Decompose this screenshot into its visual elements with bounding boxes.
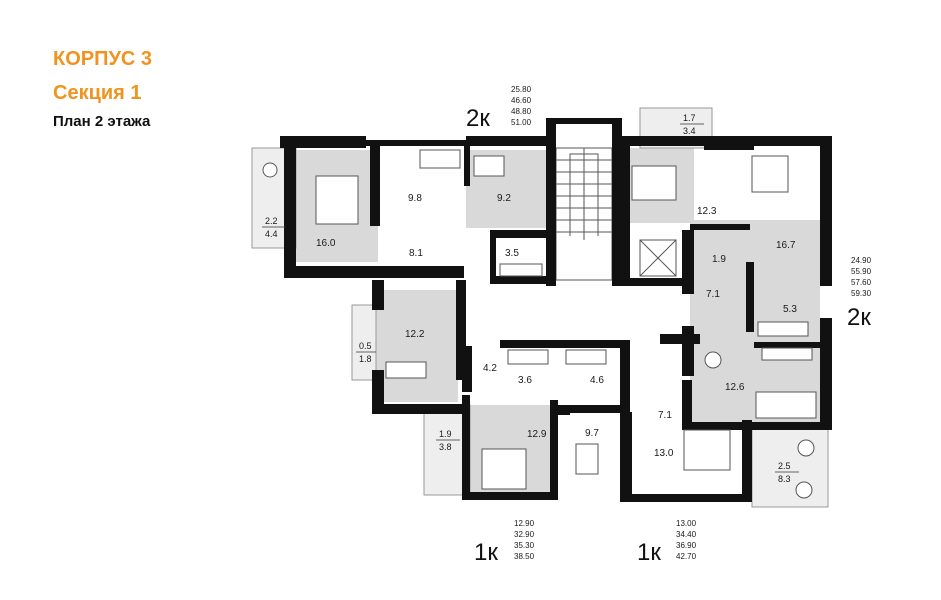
staircase [555, 147, 613, 281]
balcony-area-top: 2.5 [778, 461, 791, 471]
room-label: 9.8 [408, 193, 422, 204]
table-icon [575, 443, 599, 475]
room-label: 4.6 [590, 375, 604, 386]
room-label: 3.6 [518, 375, 532, 386]
chair-icon [797, 439, 815, 457]
table-icon [473, 155, 505, 177]
apartment-area: 13.00 [676, 519, 697, 528]
balcony-area-bottom: 3.8 [439, 442, 452, 452]
apartment-tags: 2к 25.80 46.60 48.80 51.00 24.90 55.90 5… [466, 85, 872, 566]
room-fill-kitchen-left [376, 290, 458, 402]
plan-title: План 2 этажа [53, 113, 151, 130]
bed-icon [755, 391, 817, 419]
building-title: КОРПУС 3 [53, 48, 153, 70]
apartment-area: 59.30 [851, 289, 872, 298]
room-label: 9.7 [585, 428, 599, 439]
balcony-area-bottom: 4.4 [265, 229, 278, 239]
balcony-right-bottom [751, 424, 829, 508]
apartment-type: 1к [637, 539, 661, 566]
room-labels: 16.0 9.8 9.2 8.1 3.5 12.2 4.2 3.6 4.6 12… [316, 193, 797, 459]
room-label: 12.9 [527, 429, 547, 440]
chair-icon [795, 481, 813, 499]
balcony-area-bottom: 8.3 [778, 474, 791, 484]
room-label: 9.2 [497, 193, 511, 204]
apartment-area: 25.80 [511, 85, 532, 94]
balcony-area-top: 1.7 [683, 113, 696, 123]
balcony-labels: 2.2 4.4 1.7 3.4 0.5 1.8 1.9 3.8 2.5 8.3 [262, 113, 799, 484]
apartment-type: 2к [847, 304, 871, 331]
room-label: 16.0 [316, 238, 336, 249]
bed-icon [631, 165, 677, 201]
apartment-area: 57.60 [851, 278, 872, 287]
furniture [262, 149, 817, 499]
apartment-area: 34.40 [676, 530, 697, 539]
bathtub-icon [507, 349, 549, 365]
room-label: 12.6 [725, 382, 745, 393]
table-icon [751, 155, 789, 193]
room-label: 12.3 [697, 206, 717, 217]
apartment-area: 48.80 [511, 107, 532, 116]
room-label: 1.9 [712, 254, 726, 265]
room-label: 7.1 [658, 410, 672, 421]
apartment-area: 38.50 [514, 552, 535, 561]
room-label: 3.5 [505, 248, 519, 259]
balcony-area-top: 0.5 [359, 341, 372, 351]
room-label: 12.2 [405, 329, 425, 340]
apartment-area: 51.00 [511, 118, 532, 127]
room-label: 5.3 [783, 304, 797, 315]
apartment-type: 2к [466, 105, 490, 132]
apartment-area: 24.90 [851, 256, 872, 265]
balcony-area-top: 2.2 [265, 216, 278, 226]
elevator [639, 239, 677, 277]
room-label: 4.2 [483, 363, 497, 374]
apartment-area: 46.60 [511, 96, 532, 105]
sofa-icon [419, 149, 461, 169]
bed-icon [315, 175, 359, 225]
bathtub-icon [499, 263, 543, 277]
bed-icon [683, 429, 731, 471]
apartment-area: 35.30 [514, 541, 535, 550]
bathtub-icon [565, 349, 607, 365]
apartment-area: 32.90 [514, 530, 535, 539]
balcony-area-bottom: 3.4 [683, 126, 696, 136]
bathtub-icon [757, 321, 809, 337]
bathtub-icon [761, 347, 813, 361]
apartment-area: 42.70 [676, 552, 697, 561]
walls [280, 118, 832, 502]
section-title: Секция 1 [53, 82, 142, 104]
balcony-area-bottom: 1.8 [359, 354, 372, 364]
balcony-left-mid [351, 304, 377, 381]
table-icon [385, 361, 427, 379]
room-label: 7.1 [706, 289, 720, 300]
apartment-type: 1к [474, 539, 498, 566]
chair-icon [262, 162, 278, 178]
balcony-area-top: 1.9 [439, 429, 452, 439]
room-label: 16.7 [776, 240, 796, 251]
room-label: 8.1 [409, 248, 423, 259]
apartment-area: 12.90 [514, 519, 535, 528]
plant-icon [704, 351, 722, 369]
bed-icon [481, 448, 527, 490]
apartment-area: 36.90 [676, 541, 697, 550]
apartment-area: 55.90 [851, 267, 872, 276]
room-label: 13.0 [654, 448, 674, 459]
